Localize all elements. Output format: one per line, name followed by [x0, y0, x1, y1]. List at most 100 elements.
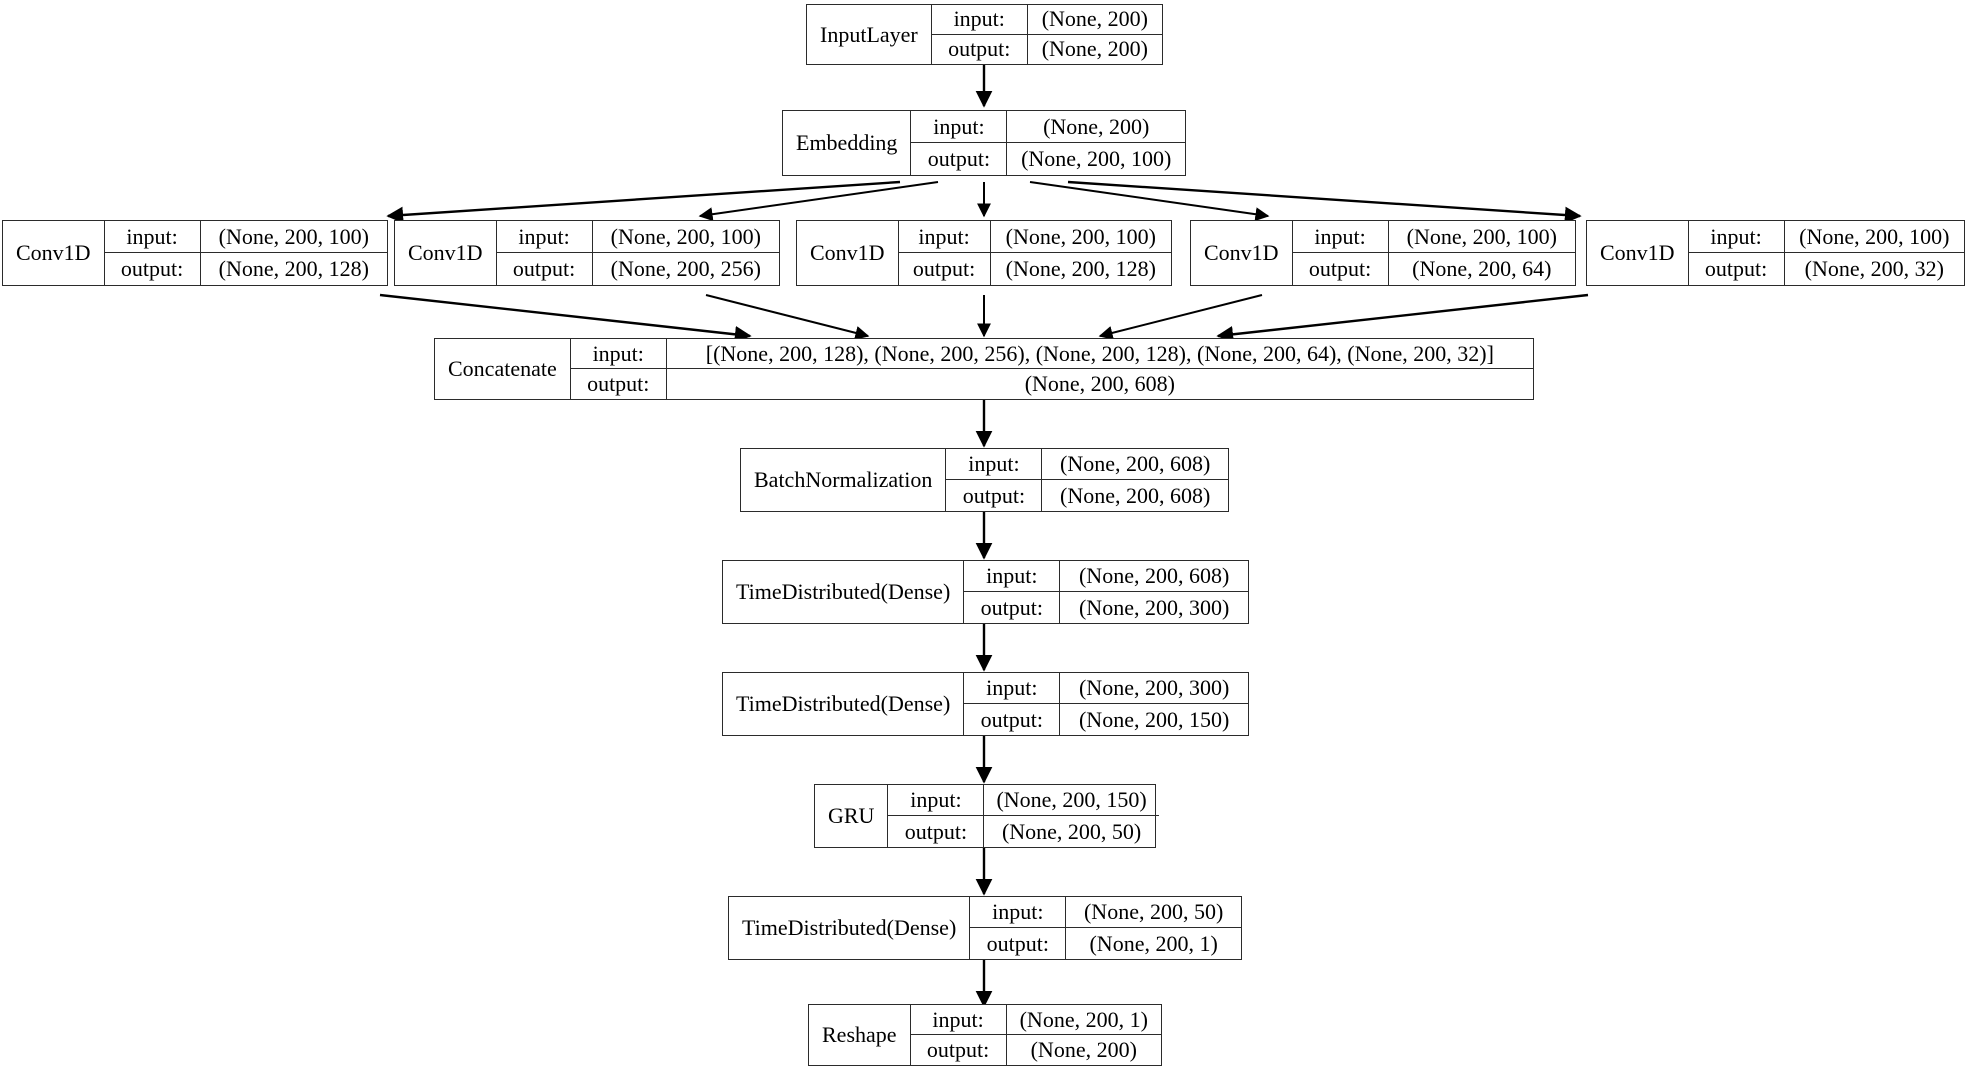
node-conv1d-5-input-row: input: (None, 200, 100) — [1688, 221, 1964, 253]
output-label: output: — [964, 704, 1061, 735]
node-reshape-title: Reshape — [809, 1005, 911, 1065]
node-time-distributed-dense-3-output-row: output: (None, 200, 1) — [970, 928, 1241, 959]
output-shape-value: (None, 200, 128) — [218, 256, 369, 281]
node-input-layer-io: input: (None, 200) output: (None, 200) — [931, 5, 1162, 64]
node-input-layer-input-row: input: (None, 200) — [931, 5, 1162, 35]
input-label: input: — [497, 221, 593, 252]
input-label: input: — [964, 561, 1061, 591]
node-gru-io: input: (None, 200, 150) output: (None, 2… — [888, 785, 1159, 847]
node-time-distributed-dense-2-output-row: output: (None, 200, 150) — [964, 704, 1248, 735]
node-time-distributed-dense-1-input-row: input: (None, 200, 608) — [964, 561, 1248, 592]
input-shape-value: (None, 200) — [1043, 113, 1150, 139]
node-conv1d-5-output-row: output: (None, 200, 32) — [1689, 253, 1964, 285]
node-time-distributed-dense-3-input-row: input: (None, 200, 50) — [970, 897, 1241, 928]
node-gru-title: GRU — [815, 785, 889, 847]
output-shape-value: (None, 200, 128) — [1005, 256, 1156, 281]
edge-embedding-to-conv1d-4 — [1029, 181, 1270, 222]
node-time-distributed-dense-2[interactable]: TimeDistributed(Dense) input: (None, 200… — [722, 672, 1249, 736]
output-label: output: — [1293, 253, 1389, 285]
node-conv1d-4-title: Conv1D — [1191, 221, 1293, 285]
input-label: input: — [911, 1005, 1007, 1034]
node-reshape-input-row: input: (None, 200, 1) — [910, 1005, 1161, 1035]
node-time-distributed-dense-1[interactable]: TimeDistributed(Dense) input: (None, 200… — [722, 560, 1249, 624]
output-shape-value: (None, 200, 50) — [1001, 818, 1142, 844]
node-embedding-title: Embedding — [783, 111, 912, 175]
node-conv1d-3-title: Conv1D — [797, 221, 899, 285]
node-reshape[interactable]: Reshape input: (None, 200, 1) output: (N… — [808, 1004, 1162, 1066]
input-label: input: — [105, 221, 201, 252]
node-time-distributed-dense-1-io: input: (None, 200, 608) output: (None, 2… — [964, 561, 1248, 623]
node-input-layer-title: InputLayer — [807, 5, 932, 64]
node-batch-normalization-title: BatchNormalization — [741, 449, 947, 511]
node-conv1d-5[interactable]: Conv1D input: (None, 200, 100) output: (… — [1586, 220, 1965, 286]
node-conv1d-2-title: Conv1D — [395, 221, 497, 285]
node-conv1d-2-io: input: (None, 200, 100) output: (None, 2… — [496, 221, 779, 285]
input-shape-value: (None, 200) — [1041, 6, 1149, 32]
node-conv1d-4[interactable]: Conv1D input: (None, 200, 100) output: (… — [1190, 220, 1576, 286]
output-shape-value: (None, 200) — [1030, 1037, 1137, 1062]
node-conv1d-5-io: input: (None, 200, 100) output: (None, 2… — [1688, 221, 1964, 285]
node-batch-normalization-io: input: (None, 200, 608) output: (None, 2… — [946, 449, 1228, 511]
input-label: input: — [964, 673, 1061, 703]
node-conv1d-1[interactable]: Conv1D input: (None, 200, 100) output: (… — [2, 220, 388, 286]
node-conv1d-1-output-row: output: (None, 200, 128) — [105, 253, 387, 285]
output-shape-value: (None, 200, 256) — [610, 256, 761, 281]
node-batch-normalization[interactable]: BatchNormalization input: (None, 200, 60… — [740, 448, 1229, 512]
output-label: output: — [911, 143, 1008, 175]
node-batch-normalization-output-row: output: (None, 200, 608) — [946, 480, 1228, 511]
node-embedding-io: input: (None, 200) output: (None, 200, 1… — [911, 111, 1185, 175]
input-shape-value: (None, 200, 300) — [1078, 675, 1230, 700]
node-batch-normalization-input-row: input: (None, 200, 608) — [946, 449, 1228, 480]
node-conv1d-1-input-row: input: (None, 200, 100) — [104, 221, 387, 253]
node-gru[interactable]: GRU input: (None, 200, 150) output: (Non… — [814, 784, 1159, 848]
node-time-distributed-dense-1-output-row: output: (None, 200, 300) — [964, 592, 1248, 623]
output-label: output: — [932, 34, 1028, 64]
node-time-distributed-dense-3-title: TimeDistributed(Dense) — [729, 897, 971, 959]
output-label: output: — [946, 480, 1043, 511]
output-label: output: — [888, 816, 985, 847]
input-shape-value: (None, 200, 100) — [218, 223, 369, 249]
node-conv1d-2[interactable]: Conv1D input: (None, 200, 100) output: (… — [394, 220, 780, 286]
node-gru-input-row: input: (None, 200, 150) — [888, 785, 1159, 816]
input-label: input: — [1293, 221, 1389, 252]
node-time-distributed-dense-3[interactable]: TimeDistributed(Dense) input: (None, 200… — [728, 896, 1242, 960]
input-label: input: — [899, 221, 991, 252]
output-shape-value: (None, 200, 1) — [1089, 930, 1218, 956]
node-reshape-io: input: (None, 200, 1) output: (None, 200… — [910, 1005, 1161, 1065]
node-embedding[interactable]: Embedding input: (None, 200) output: (No… — [782, 110, 1186, 176]
output-shape-value: (None, 200, 300) — [1078, 594, 1230, 620]
node-input-layer[interactable]: InputLayer input: (None, 200) output: (N… — [806, 4, 1163, 65]
input-shape-value: (None, 200, 150) — [996, 787, 1147, 812]
node-conv1d-1-io: input: (None, 200, 100) output: (None, 2… — [104, 221, 387, 285]
node-concatenate-title: Concatenate — [435, 339, 571, 399]
output-label: output: — [571, 369, 667, 399]
node-time-distributed-dense-3-io: input: (None, 200, 50) output: (None, 20… — [970, 897, 1241, 959]
output-label: output: — [899, 253, 991, 285]
input-shape-value: (None, 200, 100) — [1005, 223, 1156, 249]
node-concatenate[interactable]: Concatenate input: [(None, 200, 128), (N… — [434, 338, 1534, 400]
input-shape-value: (None, 200, 100) — [1799, 223, 1950, 249]
node-conv1d-3[interactable]: Conv1D input: (None, 200, 100) output: (… — [796, 220, 1172, 286]
edge-embedding-to-conv1d-1 — [386, 180, 901, 224]
node-conv1d-4-io: input: (None, 200, 100) output: (None, 2… — [1292, 221, 1575, 285]
output-shape-value: (None, 200, 150) — [1078, 706, 1230, 732]
input-shape-value: (None, 200, 608) — [1078, 563, 1230, 588]
input-shape-value: (None, 200, 50) — [1083, 899, 1224, 924]
node-concatenate-input-row: input: [(None, 200, 128), (None, 200, 25… — [570, 339, 1533, 369]
node-conv1d-3-io: input: (None, 200, 100) output: (None, 2… — [898, 221, 1171, 285]
input-label: input: — [911, 111, 1008, 142]
output-shape-value: (None, 200) — [1041, 36, 1149, 62]
node-gru-output-row: output: (None, 200, 50) — [888, 816, 1158, 847]
output-shape-value: (None, 200, 608) — [1024, 371, 1176, 396]
node-conv1d-5-title: Conv1D — [1587, 221, 1689, 285]
node-time-distributed-dense-2-title: TimeDistributed(Dense) — [723, 673, 965, 735]
output-shape-value: (None, 200, 100) — [1021, 146, 1172, 171]
edge-embedding-to-conv1d-5 — [1067, 180, 1582, 224]
input-label: input: — [888, 785, 985, 815]
input-label: input: — [946, 449, 1043, 479]
output-shape-value: (None, 200, 64) — [1412, 256, 1552, 281]
output-shape-value: (None, 200, 608) — [1060, 482, 1211, 508]
output-label: output: — [105, 253, 201, 285]
output-label: output: — [1689, 253, 1785, 285]
